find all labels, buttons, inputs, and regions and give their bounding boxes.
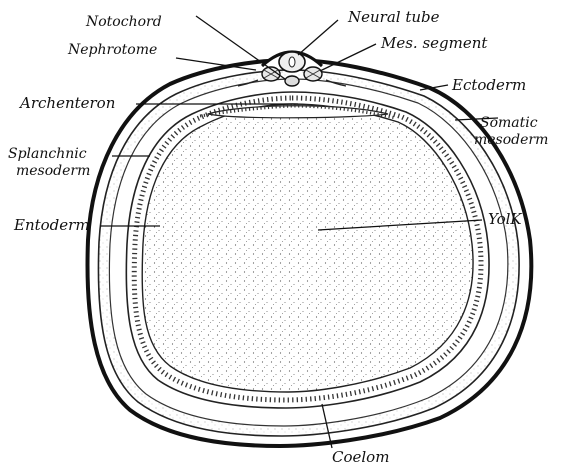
label-somatic: Somatic	[480, 115, 538, 131]
leader-neural-tube	[298, 20, 338, 55]
label-nephrotome: Nephrotome	[67, 42, 157, 58]
label-entoderm: Entoderm	[13, 216, 90, 234]
label-somatic-mesoderm: mesoderm	[474, 132, 548, 148]
label-yolk: YolK	[488, 210, 522, 228]
label-ectoderm: Ectoderm	[451, 76, 526, 94]
label-splanchnic-mesoderm: mesoderm	[16, 163, 90, 179]
label-mes-segment: Mes. segment	[380, 34, 488, 52]
label-notochord: Notochord	[85, 14, 162, 30]
yolk-mass	[142, 104, 473, 392]
label-coelom: Coelom	[332, 448, 389, 466]
label-archenteron: Archenteron	[18, 94, 115, 112]
label-neural-tube: Neural tube	[347, 8, 440, 26]
notochord-structure	[285, 76, 299, 86]
label-splanchnic: Splanchnic	[8, 146, 87, 162]
